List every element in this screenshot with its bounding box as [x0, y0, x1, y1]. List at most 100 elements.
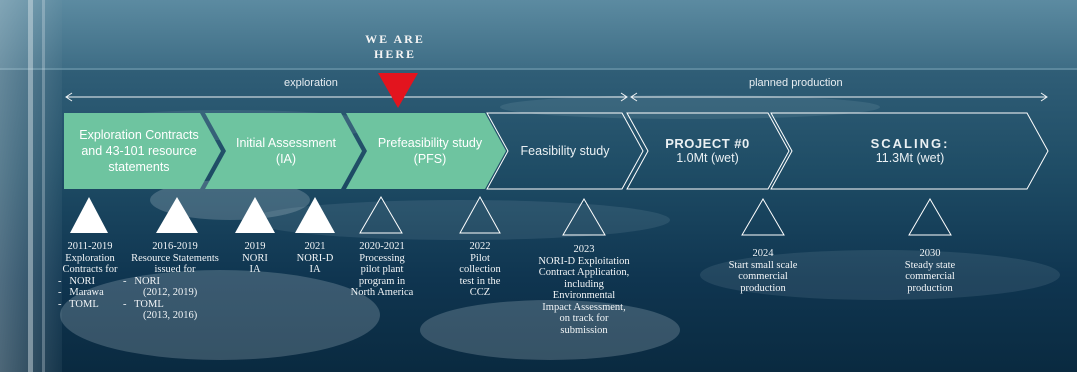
- milestone-text: - TOML: [123, 298, 164, 310]
- stage-scaling: SCALING: 11.3Mt (wet): [790, 113, 1030, 189]
- milestone-text: commercial: [738, 271, 788, 282]
- milestone-text: program in: [358, 275, 406, 287]
- phase-label-exploration: exploration: [284, 77, 338, 89]
- stage-title: PROJECT #0: [665, 136, 750, 151]
- stage-text: Exploration Contracts: [79, 128, 199, 142]
- production-arrow-left-head: [630, 92, 638, 102]
- stage-initial-assessment: Initial Assessment (IA): [216, 113, 356, 189]
- milestone-text: Steady state: [904, 259, 956, 271]
- milestone-text: Processing: [359, 252, 405, 264]
- we-are-here-line: HERE: [373, 47, 416, 61]
- chevron-scaling: [770, 112, 1049, 190]
- milestone-text: production: [740, 282, 786, 294]
- milestone-text: Contract Application,: [538, 267, 630, 278]
- stage-exploration-contracts: Exploration Contracts and 43-101 resourc…: [64, 113, 214, 189]
- chevron-feasibility: [486, 112, 644, 190]
- milestone-text: NORI-D Exploitation: [538, 255, 630, 267]
- milestone-text: 2016-2019: [152, 241, 198, 252]
- milestone-text: commercial: [905, 271, 955, 282]
- chevron-prefeasibility: [346, 113, 506, 189]
- milestone-text: (2012, 2019): [143, 287, 198, 298]
- sky: [0, 0, 1077, 70]
- milestone-text: - NORI: [123, 275, 161, 287]
- milestone-text: including: [564, 278, 604, 290]
- foam: [60, 270, 380, 360]
- milestone-2023: 2023 NORI-D Exploitation Contract Applic…: [522, 244, 646, 336]
- milestone-text: - NORI: [58, 275, 96, 287]
- stage-feasibility: Feasibility study: [500, 113, 630, 189]
- milestone-marker-outline: [562, 198, 606, 236]
- milestone-text: Pilot: [470, 252, 490, 264]
- milestone-text: - Marawa: [58, 287, 104, 298]
- milestone-2019-nori-ia: 2019 NORI IA: [230, 241, 280, 276]
- stage-text: (IA): [275, 152, 297, 166]
- wave: [700, 250, 1060, 300]
- milestone-text: Exploration: [65, 252, 115, 264]
- stage-project-0: PROJECT #0 1.0Mt (wet): [640, 113, 775, 189]
- chevron-initial-assessment: [205, 113, 362, 189]
- exploration-arrow-right-head: [620, 92, 628, 102]
- milestone-2011-2019: 2011-2019 Exploration Contracts for - NO…: [38, 241, 142, 310]
- we-are-here-line: WE ARE: [365, 32, 425, 46]
- wave: [500, 95, 880, 119]
- milestone-marker-filled: [156, 197, 198, 233]
- milestone-marker-filled: [235, 197, 275, 233]
- stage-text: Initial Assessment: [235, 136, 337, 150]
- milestone-marker-outline: [741, 198, 785, 236]
- milestone-text: - TOML: [58, 298, 99, 310]
- milestone-2016-2019: 2016-2019 Resource Statements issued for…: [117, 241, 233, 322]
- milestone-text: Impact Assessment,: [542, 301, 626, 313]
- milestone-text: collection: [459, 264, 501, 275]
- milestone-text: 2024: [752, 248, 774, 259]
- milestone-text: Start small scale: [728, 259, 798, 271]
- milestone-2022: 2022 Pilot collection test in the CCZ: [445, 241, 515, 299]
- milestone-text: NORI: [242, 252, 268, 264]
- stage-prefeasibility: Prefeasibility study (PFS): [360, 113, 500, 189]
- horizon-line: [0, 68, 1077, 70]
- milestone-text: 2020-2021: [359, 241, 405, 252]
- exploration-arrow-left-head: [65, 92, 73, 102]
- stage-text: (PFS): [413, 152, 447, 166]
- milestone-marker-outline: [359, 196, 403, 234]
- milestone-text: Resource Statements: [131, 252, 219, 264]
- rail-bar: [28, 0, 33, 372]
- chevron-project-0: [626, 112, 790, 190]
- stage-text: statements: [108, 160, 170, 174]
- milestone-text: 2030: [919, 248, 941, 259]
- stage-text: Feasibility study: [520, 143, 610, 158]
- milestone-text: (2013, 2016): [143, 310, 198, 321]
- boat-railing: [0, 0, 62, 372]
- milestone-text: Contracts for: [62, 264, 118, 275]
- milestone-marker-filled: [70, 197, 108, 233]
- foam: [420, 300, 680, 360]
- stage-text: and 43-101 resource: [81, 144, 197, 158]
- milestone-2030: 2030 Steady state commercial production: [880, 248, 980, 294]
- milestone-text: on track for: [559, 313, 609, 324]
- stage-text: Prefeasibility study: [377, 136, 483, 150]
- milestone-2020-2021: 2020-2021 Processing pilot plant program…: [340, 241, 424, 299]
- stage-text: 11.3Mt (wet): [875, 151, 945, 165]
- we-are-here-marker: [378, 73, 418, 108]
- we-are-here-label: WE ARE HERE: [350, 32, 440, 62]
- milestone-text: Environmental: [552, 290, 616, 301]
- milestone-text: 2023: [573, 244, 595, 255]
- milestone-text: 2022: [469, 241, 491, 252]
- stage-title: SCALING:: [870, 136, 950, 151]
- milestone-text: issued for: [154, 264, 196, 275]
- milestone-text: pilot plant: [360, 264, 404, 275]
- chevron-exploration-contracts: [64, 113, 221, 189]
- milestone-text: 2021: [304, 241, 326, 252]
- milestone-text: IA: [249, 264, 261, 275]
- milestone-marker-outline: [908, 198, 952, 236]
- phase-label-planned-production: planned production: [749, 77, 843, 89]
- milestone-marker-outline: [459, 195, 501, 234]
- milestone-text: 2019: [244, 241, 266, 252]
- milestone-2021-nori-d-ia: 2021 NORI-D IA: [287, 241, 343, 276]
- milestone-text: test in the: [459, 275, 501, 287]
- milestone-text: NORI-D: [296, 252, 334, 264]
- rail-bar: [42, 0, 45, 372]
- milestone-text: IA: [309, 264, 321, 275]
